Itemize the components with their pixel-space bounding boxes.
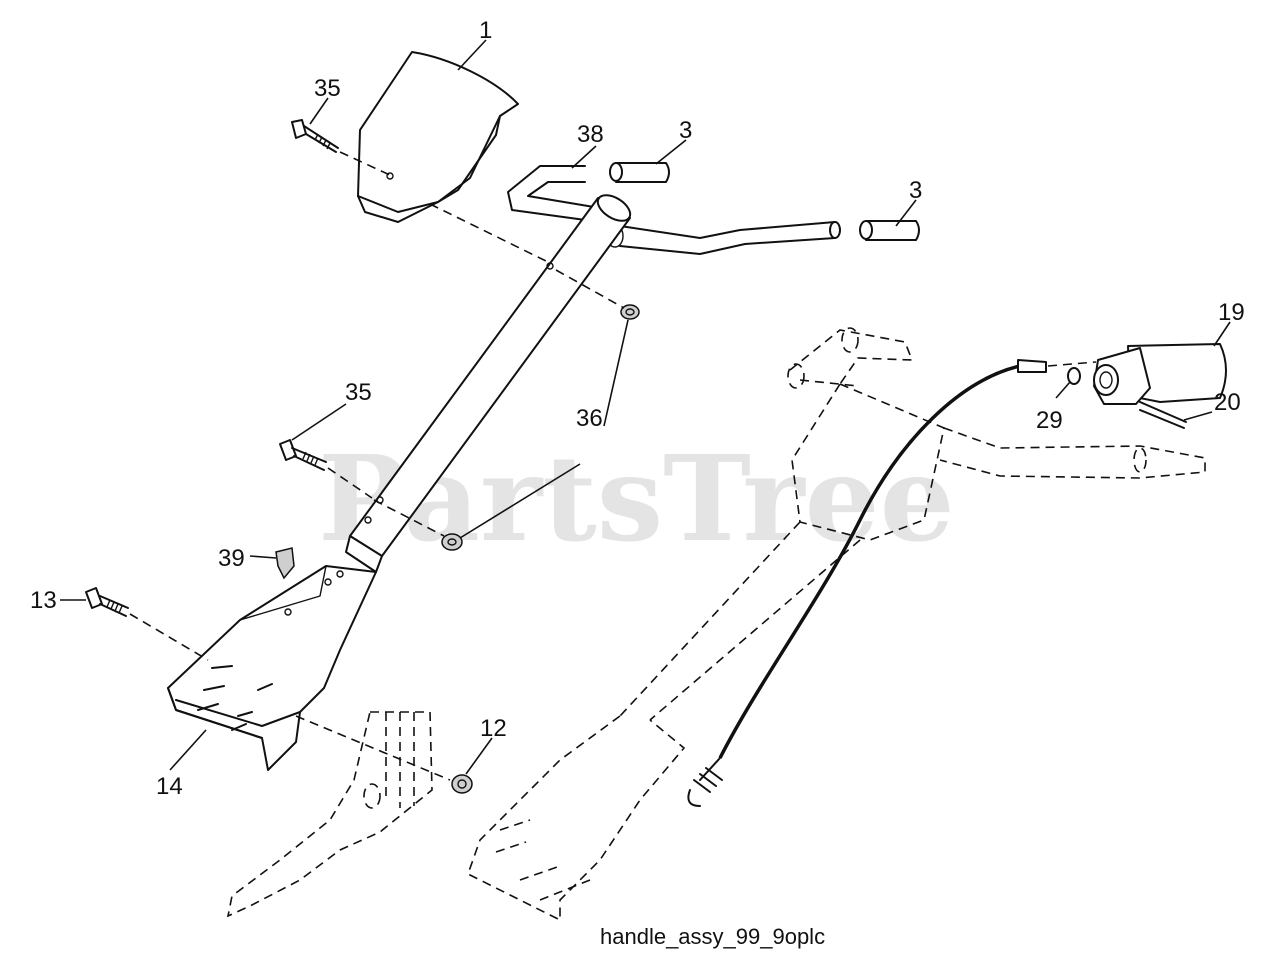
- guide-line: [1047, 361, 1097, 367]
- callout-20: 20: [1214, 389, 1241, 416]
- guide-line: [429, 203, 549, 263]
- part-bolt-35-middle[interactable]: [279, 439, 327, 471]
- leader-lines: [60, 39, 1231, 775]
- callout-13: 13: [30, 587, 57, 614]
- guide-line: [295, 715, 451, 781]
- part-cable[interactable]: [687, 359, 1047, 807]
- part-grip-3-top[interactable]: [609, 162, 670, 183]
- part-cover-shield[interactable]: [357, 51, 519, 223]
- part-nut-12[interactable]: [451, 774, 473, 794]
- callout-12: 12: [480, 715, 507, 742]
- part-clip-39[interactable]: [275, 547, 295, 580]
- callout-36: 36: [576, 405, 603, 432]
- callout-35-middle: 35: [345, 379, 372, 406]
- guide-line: [339, 151, 393, 177]
- callout-labels: 1 35 38 3 3 19 20 29 35 36 39 13 12 14: [30, 17, 1245, 800]
- ghost-frame-left: [226, 711, 433, 918]
- callout-3-top: 3: [679, 117, 692, 144]
- part-pin-20[interactable]: [1139, 401, 1187, 429]
- guide-line: [373, 499, 445, 537]
- part-ring-29[interactable]: [1067, 367, 1081, 385]
- guide-line: [555, 269, 625, 309]
- callout-1: 1: [479, 17, 492, 44]
- callout-35-top: 35: [314, 75, 341, 102]
- part-bolt-13[interactable]: [85, 587, 129, 617]
- part-nut-36-top[interactable]: [620, 304, 640, 320]
- guide-line: [129, 613, 209, 661]
- callout-3-right: 3: [909, 177, 922, 204]
- part-grip-3-right[interactable]: [859, 220, 920, 241]
- part-bracket-14[interactable]: [167, 565, 377, 771]
- callout-38: 38: [577, 121, 604, 148]
- guide-line: [327, 467, 373, 499]
- callout-19: 19: [1218, 299, 1245, 326]
- ghost-assembly-right: [467, 327, 1206, 922]
- part-bolt-35-top[interactable]: [291, 119, 339, 153]
- part-handlebar-38[interactable]: [507, 165, 841, 255]
- callout-39: 39: [218, 545, 245, 572]
- part-nut-36-bottom[interactable]: [441, 533, 463, 551]
- part-lever-19[interactable]: [1093, 343, 1227, 405]
- callout-14: 14: [156, 773, 183, 800]
- callout-29: 29: [1036, 407, 1063, 434]
- diagram-caption: handle_assy_99_9oplc: [600, 924, 825, 949]
